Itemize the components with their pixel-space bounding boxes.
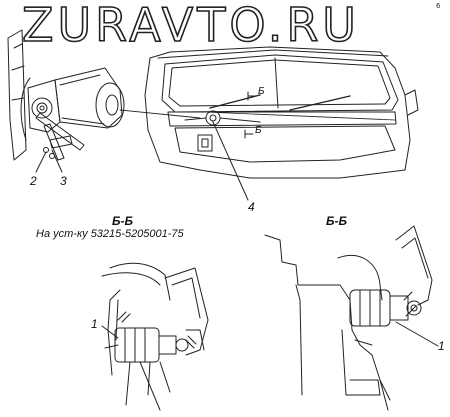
- leader-2: [35, 151, 47, 173]
- section-detail-right: [264, 225, 433, 411]
- section-right-title: Б-Б: [326, 214, 347, 228]
- section-left-title: Б-Б: [112, 214, 133, 228]
- callout-4: 4: [248, 200, 255, 214]
- callout-2: 2: [30, 174, 37, 188]
- callout-3: 3: [60, 174, 67, 188]
- leader-3: [51, 149, 63, 173]
- section-mark-top: Б: [258, 86, 265, 97]
- corner-note: 6: [436, 2, 441, 10]
- leader-1-left: [101, 325, 119, 339]
- callout-1-right: 1: [438, 339, 445, 353]
- section-mark-bottom: Б: [255, 125, 262, 136]
- leader-4: [212, 121, 249, 201]
- section-left-note: На уст-ку 53215-5205001-75: [36, 228, 184, 240]
- section-detail-left: [101, 262, 209, 411]
- leader-1-right: [395, 321, 439, 347]
- callout-1-left: 1: [91, 317, 98, 331]
- watermark-text: ZURAVTO.RU: [21, 0, 360, 52]
- wiper-motor-assembly: [7, 29, 201, 161]
- truck-cab-windshield: [144, 46, 419, 179]
